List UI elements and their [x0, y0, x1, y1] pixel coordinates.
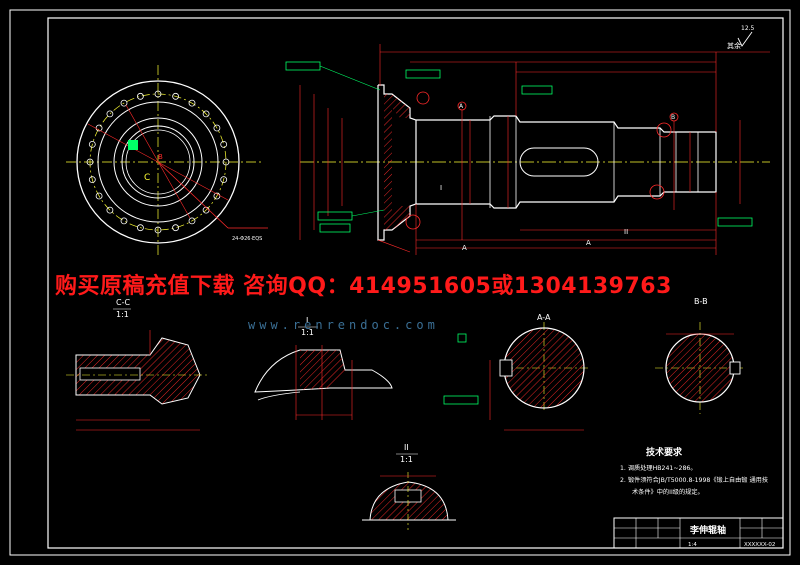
watermark-text: 购买原稿充值下载 咨询QQ：414951605或1304139763 [55, 274, 672, 299]
detail-i-view: I 1:1 [254, 316, 393, 420]
flange-end-view: C B 24-Φ26·EQS [66, 65, 268, 258]
bolt-hole [86, 158, 94, 166]
bolt-hole [154, 90, 162, 98]
tech-req-item-3: 术条件》中的II级的规定。 [632, 488, 704, 496]
svg-text:I: I [440, 184, 442, 192]
svg-text:24-Φ26·EQS: 24-Φ26·EQS [232, 236, 262, 242]
bolt-hole [213, 192, 221, 200]
svg-text:II: II [624, 228, 628, 236]
bolt-hole [188, 99, 196, 107]
bolt-hole [220, 176, 228, 184]
svg-text:C: C [144, 173, 150, 183]
tech-req-item-1: 1. 调质处理HB241~286。 [620, 464, 697, 472]
shaft-main-view: A B A A I II 其余 12.5 [285, 25, 770, 255]
svg-text:B: B [158, 153, 163, 161]
part-name: 李伸辊轴 [689, 524, 726, 536]
bolt-hole [188, 217, 196, 225]
bolt-hole [120, 217, 128, 225]
detail-ii-view: II 1:1 [362, 443, 456, 530]
svg-text:A: A [459, 103, 464, 110]
drawing-border-inner [47, 17, 784, 549]
bolt-hole [202, 110, 210, 118]
drawing-number: XXXXXX-02 [744, 542, 775, 548]
svg-text:B: B [671, 114, 675, 121]
title-block: 李伸辊轴 1:4 XXXXXX-02 [613, 517, 784, 549]
section-c-c-view: C-C 1:1 [66, 298, 210, 431]
bolt-hole [154, 226, 162, 234]
detail-i-label: I [306, 316, 308, 325]
section-a-a-view: A-A [443, 313, 590, 431]
bolt-hole [222, 158, 230, 166]
svg-text:A: A [462, 244, 467, 252]
title-block-scale: 1:4 [688, 542, 697, 548]
bolt-hole [95, 192, 103, 200]
watermark-site: www.renrendoc.com [248, 318, 439, 332]
bolt-hole [88, 176, 96, 184]
detail-i-scale: 1:1 [301, 328, 314, 337]
bolt-hole-pattern [86, 90, 230, 234]
bolt-hole [172, 92, 180, 100]
bolt-hole [172, 224, 180, 232]
svg-text:A: A [586, 239, 591, 247]
section-a-a-label: A-A [537, 313, 551, 322]
bolt-hole [95, 124, 103, 132]
bolt-hole [136, 92, 144, 100]
bolt-hole [220, 140, 228, 148]
bolt-hole [136, 224, 144, 232]
roughness-rest-label: 其余 [727, 41, 741, 50]
detail-ii-label: II [404, 443, 409, 452]
tech-requirements: 技术要求 1. 调质处理HB241~286。 2. 锻件须符合JB/T5000.… [620, 446, 768, 496]
detail-ii-scale: 1:1 [400, 455, 413, 464]
drawing-border-outer [9, 9, 791, 556]
bolt-hole [106, 110, 114, 118]
tech-req-item-2: 2. 锻件须符合JB/T5000.8-1998《锻上自由锻 通用技 [620, 476, 768, 484]
bolt-hole [120, 99, 128, 107]
section-c-c-scale: 1:1 [116, 310, 129, 319]
tech-requirements-title: 技术要求 [646, 446, 683, 458]
section-b-b-view: B-B [655, 297, 745, 414]
bolt-hole [213, 124, 221, 132]
section-b-b-label: B-B [694, 297, 708, 306]
bolt-hole [106, 206, 114, 214]
roughness-value: 12.5 [741, 25, 755, 32]
section-c-c-label: C-C [116, 298, 130, 307]
bolt-hole [88, 140, 96, 148]
